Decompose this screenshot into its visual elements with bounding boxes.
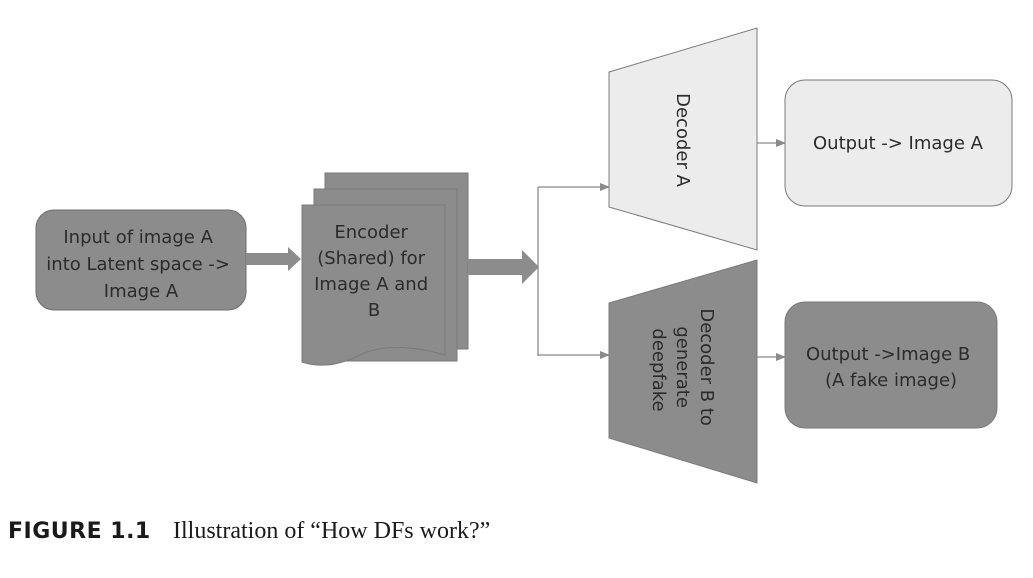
output-a-text: Output -> Image A — [813, 133, 984, 154]
output-b-line-1: Output ->Image B — [806, 344, 970, 365]
output-b-node: Output ->Image B (A fake image) — [784, 301, 998, 429]
decoder-b-line-1: Decoder B to — [696, 308, 717, 426]
block-arrow-encoder-to-split — [468, 250, 539, 284]
encoder-node-text: Encoder (Shared) for Image A and B — [314, 222, 434, 321]
decoder-a-node: Decoder A — [608, 27, 758, 251]
decoder-a-line-1: Decoder A — [672, 93, 693, 187]
decoder-b-line-3: deepfake — [648, 328, 669, 411]
output-a-node: Output -> Image A — [784, 79, 1013, 207]
figure-caption: FIGURE 1.1 Illustration of “How DFs work?… — [8, 518, 490, 545]
encoder-line-4: B — [368, 300, 380, 321]
input-node: Input of image A into Latent space -> Im… — [35, 209, 247, 311]
block-arrow-input-to-encoder — [246, 247, 301, 271]
figure-label: FIGURE 1.1 — [8, 519, 151, 544]
encoder-line-3: Image A and — [314, 274, 428, 295]
encoder-node: Encoder (Shared) for Image A and B — [301, 172, 469, 366]
decoder-b-line-2: generate — [672, 326, 693, 408]
input-line-1: Input of image A — [63, 227, 213, 248]
output-a-line-1: Output -> Image A — [813, 133, 984, 154]
split-connector — [537, 183, 610, 359]
input-node-text: Input of image A into Latent space -> Im… — [46, 227, 235, 302]
output-b-text: Output ->Image B (A fake image) — [806, 344, 976, 391]
encoder-line-1: Encoder — [334, 222, 408, 243]
decoder-b-text: Decoder B to generate deepfake — [648, 308, 717, 431]
encoder-line-2: (Shared) for — [317, 248, 425, 269]
input-line-2: into Latent space -> — [46, 254, 230, 275]
encoder-page-front — [301, 204, 446, 366]
figure-caption-text: Illustration of “How DFs work?” — [173, 518, 491, 544]
decoder-b-node: Decoder B to generate deepfake — [608, 259, 758, 484]
decoder-a-text: Decoder A — [672, 93, 693, 187]
output-b-line-2: (A fake image) — [825, 370, 957, 391]
input-line-3: Image A — [104, 281, 179, 302]
